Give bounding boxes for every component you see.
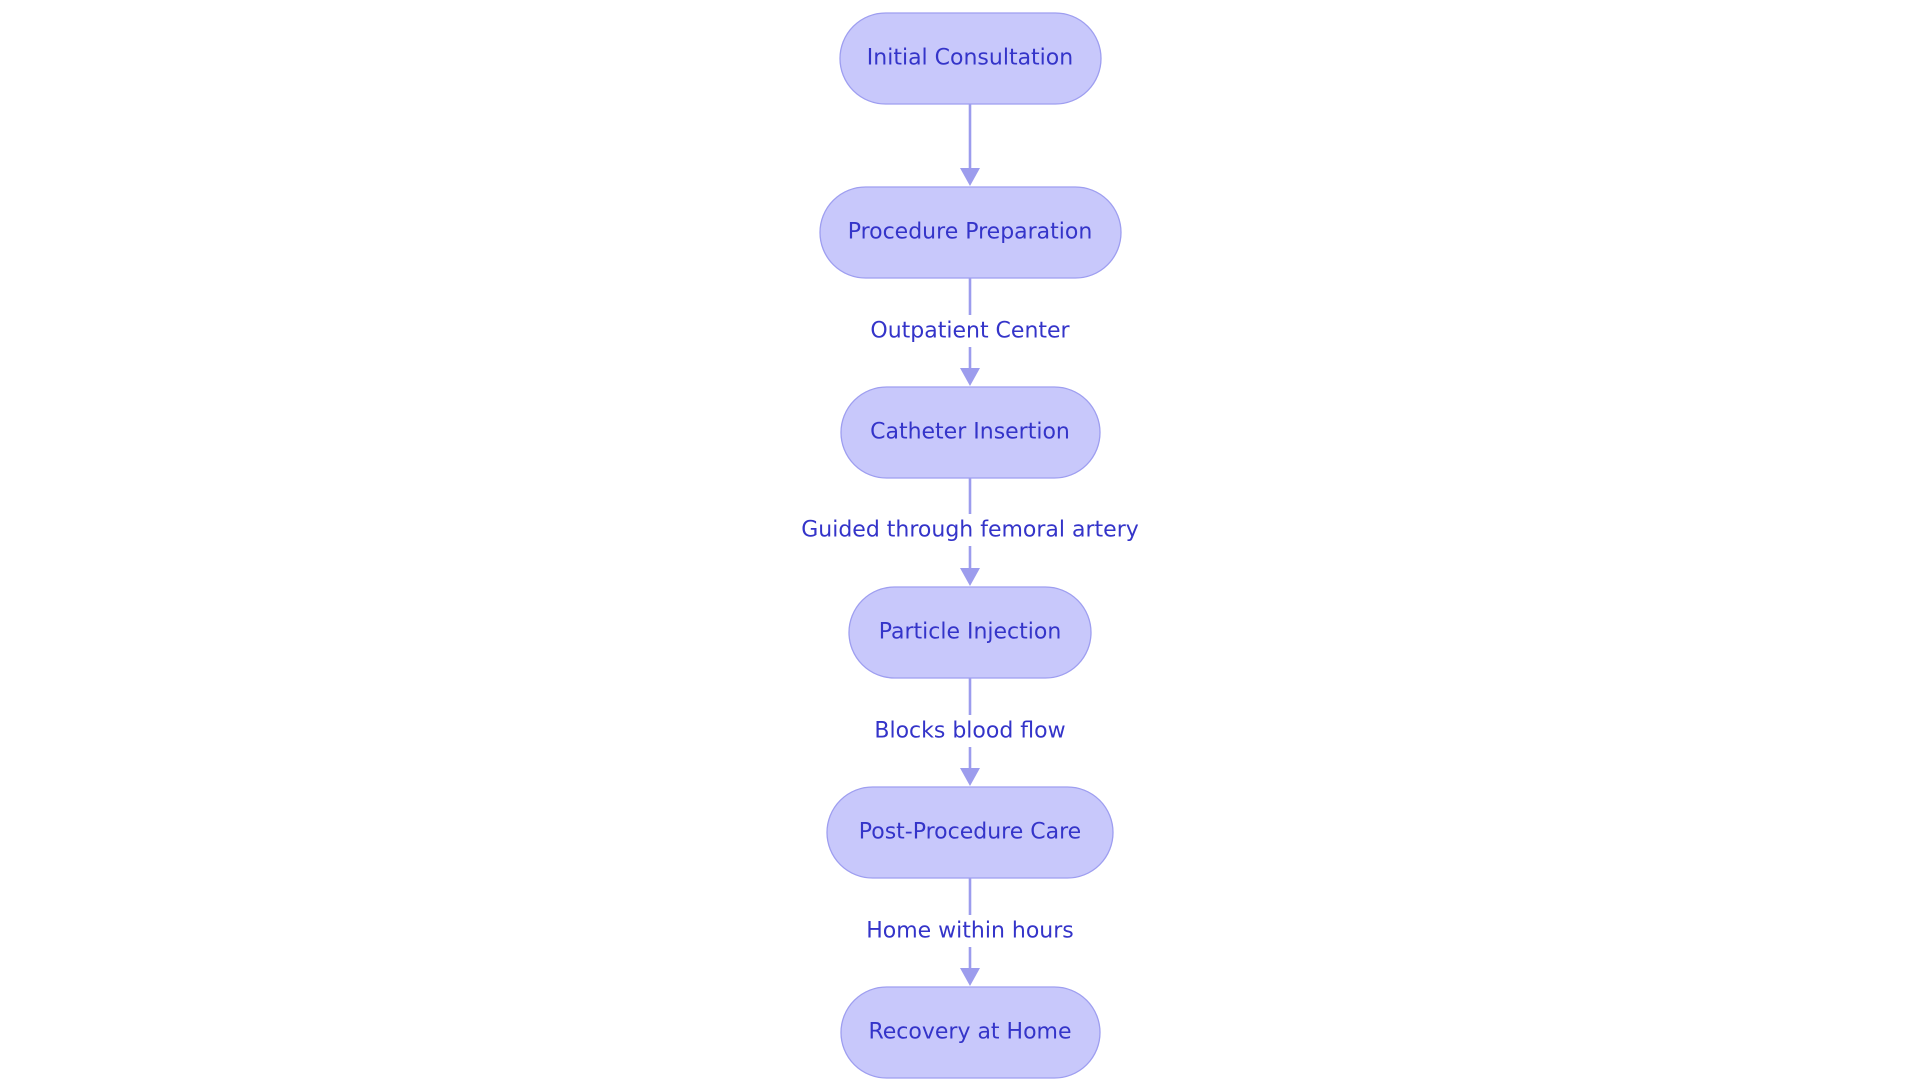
edge-label-home-within-hours: Home within hours xyxy=(866,919,1074,944)
edge-label-outpatient-center: Outpatient Center xyxy=(870,319,1070,344)
arrowhead-icon xyxy=(960,368,980,386)
edge-consultation-to-preparation xyxy=(960,104,980,186)
edge-insertion-to-injection: Guided through femoral artery xyxy=(801,478,1139,586)
edge-preparation-to-insertion: Outpatient Center xyxy=(868,278,1072,386)
edge-care-to-recovery: Home within hours xyxy=(866,878,1074,986)
node-shape xyxy=(840,386,1101,479)
node-shape xyxy=(826,786,1114,879)
node-shape xyxy=(848,586,1092,679)
node-label: Post-Procedure Care xyxy=(859,820,1081,845)
edge-label-background xyxy=(874,715,1066,747)
edge-injection-to-care: Blocks blood flow xyxy=(874,678,1066,786)
node-shape xyxy=(840,986,1101,1079)
node-label: Procedure Preparation xyxy=(848,220,1093,245)
node-initial-consultation: Initial Consultation xyxy=(839,12,1102,105)
node-recovery-at-home: Recovery at Home xyxy=(840,986,1101,1079)
edge-label-guided-through-femoral-artery: Guided through femoral artery xyxy=(801,518,1139,543)
edge-label-background xyxy=(870,915,1070,947)
arrowhead-icon xyxy=(960,768,980,786)
arrowhead-icon xyxy=(960,168,980,186)
edge-label-background xyxy=(808,514,1132,546)
node-post-procedure-care: Post-Procedure Care xyxy=(826,786,1114,879)
node-label: Initial Consultation xyxy=(867,46,1073,71)
arrowhead-icon xyxy=(960,568,980,586)
node-label: Recovery at Home xyxy=(868,1020,1071,1045)
arrowhead-icon xyxy=(960,968,980,986)
node-catheter-insertion: Catheter Insertion xyxy=(840,386,1101,479)
node-label: Particle Injection xyxy=(879,620,1062,645)
node-shape xyxy=(839,12,1102,105)
edge-label-background xyxy=(868,315,1072,347)
edge-label-blocks-blood-flow: Blocks blood flow xyxy=(874,719,1065,744)
node-label: Catheter Insertion xyxy=(870,420,1070,445)
node-shape xyxy=(819,186,1122,279)
node-particle-injection: Particle Injection xyxy=(848,586,1092,679)
node-procedure-preparation: Procedure Preparation xyxy=(819,186,1122,279)
